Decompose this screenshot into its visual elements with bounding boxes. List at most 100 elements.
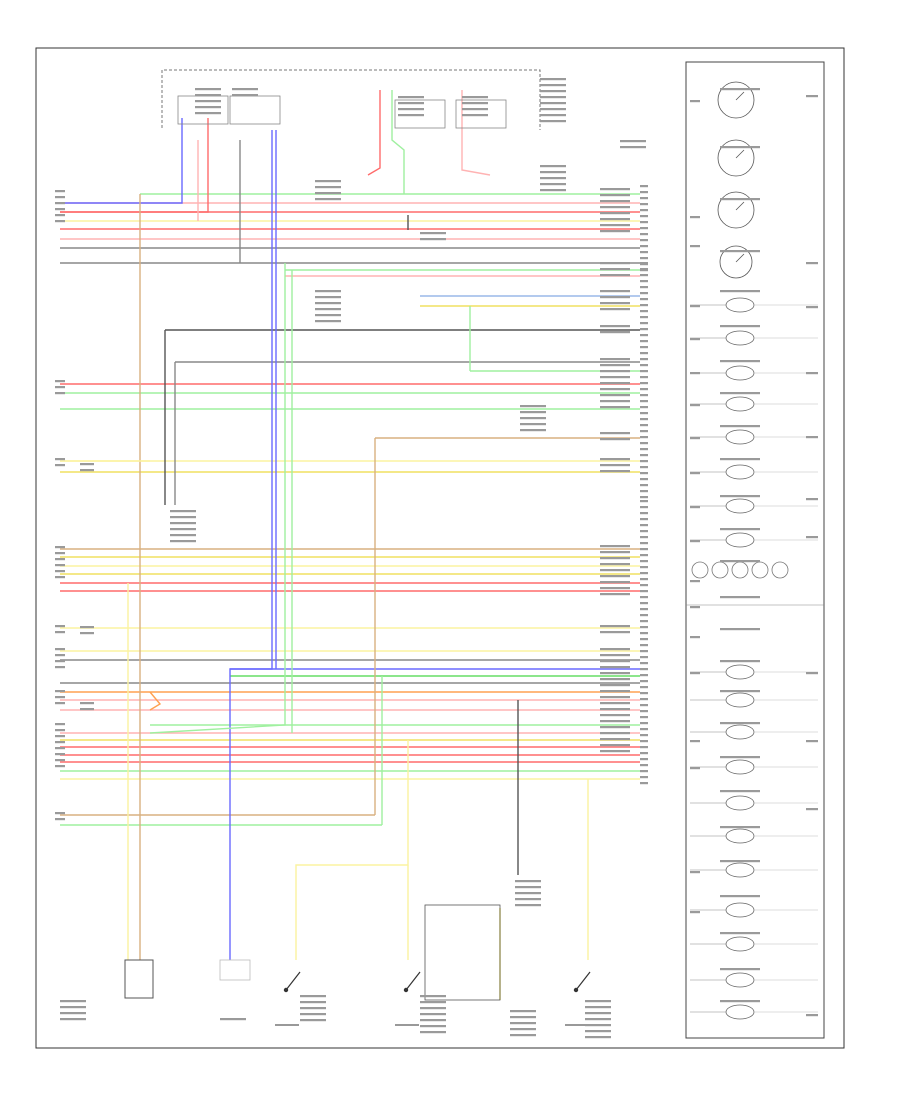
indicator-lamp-icon xyxy=(725,828,755,844)
indicator-lamp-icon xyxy=(725,972,755,988)
small-label-mark xyxy=(55,202,65,205)
small-label-mark xyxy=(515,904,541,907)
small-label-mark xyxy=(640,442,648,445)
wire xyxy=(149,691,162,711)
small-label-mark xyxy=(806,672,818,675)
small-label-mark xyxy=(55,196,65,199)
small-label-mark xyxy=(640,478,648,481)
small-label-mark xyxy=(640,512,648,515)
small-label-mark xyxy=(398,108,424,111)
small-label-mark xyxy=(300,1007,326,1010)
small-label-mark xyxy=(462,114,488,117)
small-label-mark xyxy=(300,1019,326,1022)
small-label-mark xyxy=(720,722,760,725)
small-label-mark xyxy=(640,424,648,427)
small-label-mark xyxy=(600,744,630,747)
small-label-mark xyxy=(640,680,648,683)
small-label-mark xyxy=(640,590,648,593)
small-label-mark xyxy=(510,1022,536,1025)
indicator-lamp-icon xyxy=(725,664,755,680)
small-label-mark xyxy=(640,268,648,271)
small-label-mark xyxy=(55,735,65,738)
small-label-mark xyxy=(690,636,700,639)
small-label-mark xyxy=(55,631,65,634)
small-label-mark xyxy=(640,548,648,551)
small-label-mark xyxy=(640,454,648,457)
small-label-mark xyxy=(585,1030,611,1033)
small-label-mark xyxy=(232,88,258,91)
small-label-mark xyxy=(640,286,648,289)
switch-contact xyxy=(573,987,579,993)
small-label-mark xyxy=(55,386,65,389)
small-label-mark xyxy=(600,738,630,741)
small-label-mark xyxy=(640,364,648,367)
small-label-mark xyxy=(640,722,648,725)
small-label-mark xyxy=(640,656,648,659)
small-label-mark xyxy=(170,528,196,531)
indicator-lamp-icon xyxy=(751,561,769,579)
small-label-mark xyxy=(55,380,65,383)
small-label-mark xyxy=(690,305,700,308)
small-label-mark xyxy=(640,233,648,236)
small-label-mark xyxy=(690,740,700,743)
indicator-lamp-icon xyxy=(725,795,755,811)
small-label-mark xyxy=(55,753,65,756)
small-label-mark xyxy=(806,306,818,309)
wire xyxy=(149,263,286,734)
small-label-mark xyxy=(600,188,630,191)
indicator-lamp-icon xyxy=(725,297,755,313)
wire xyxy=(295,740,409,960)
small-label-mark xyxy=(640,608,648,611)
small-label-mark xyxy=(640,572,648,575)
small-label-mark xyxy=(540,183,566,186)
small-label-mark xyxy=(690,540,700,543)
small-label-mark xyxy=(600,708,630,711)
indicator-lamp-icon xyxy=(725,902,755,918)
small-label-mark xyxy=(640,406,648,409)
small-label-mark xyxy=(640,448,648,451)
small-label-mark xyxy=(640,292,648,295)
small-label-mark xyxy=(720,628,760,631)
connector-icon xyxy=(124,959,154,999)
wire xyxy=(229,130,273,960)
indicator-lamp-icon xyxy=(725,1004,755,1020)
small-label-mark xyxy=(540,96,566,99)
small-label-mark xyxy=(515,880,541,883)
gauge-needle xyxy=(735,149,745,159)
small-label-mark xyxy=(640,728,648,731)
small-label-mark xyxy=(806,262,818,265)
small-label-mark xyxy=(540,90,566,93)
small-label-mark xyxy=(600,666,630,669)
small-label-mark xyxy=(640,197,648,200)
small-label-mark xyxy=(55,723,65,726)
small-label-mark xyxy=(80,632,94,635)
switch-contact xyxy=(283,987,289,993)
small-label-mark xyxy=(55,576,65,579)
indicator-lamp-icon xyxy=(725,464,755,480)
small-label-mark xyxy=(720,932,760,935)
small-label-mark xyxy=(55,190,65,193)
small-label-mark xyxy=(55,747,65,750)
small-label-mark xyxy=(60,1006,86,1009)
small-label-mark xyxy=(585,1000,611,1003)
small-label-mark xyxy=(600,690,630,693)
small-label-mark xyxy=(315,296,341,299)
small-label-mark xyxy=(640,716,648,719)
small-label-mark xyxy=(640,262,648,265)
small-label-mark xyxy=(315,198,341,201)
small-label-mark xyxy=(806,536,818,539)
small-label-mark xyxy=(690,871,700,874)
gauge-icon xyxy=(719,245,753,279)
small-label-mark xyxy=(640,668,648,671)
diagram-border xyxy=(35,47,845,1049)
small-label-mark xyxy=(640,620,648,623)
small-label-mark xyxy=(640,490,648,493)
small-label-mark xyxy=(600,290,630,293)
small-label-mark xyxy=(720,660,760,663)
small-label-mark xyxy=(640,185,648,188)
small-label-mark xyxy=(600,376,630,379)
instrument-cluster-panel xyxy=(685,61,825,1039)
small-label-mark xyxy=(640,596,648,599)
small-label-mark xyxy=(690,100,700,103)
small-label-mark xyxy=(640,710,648,713)
